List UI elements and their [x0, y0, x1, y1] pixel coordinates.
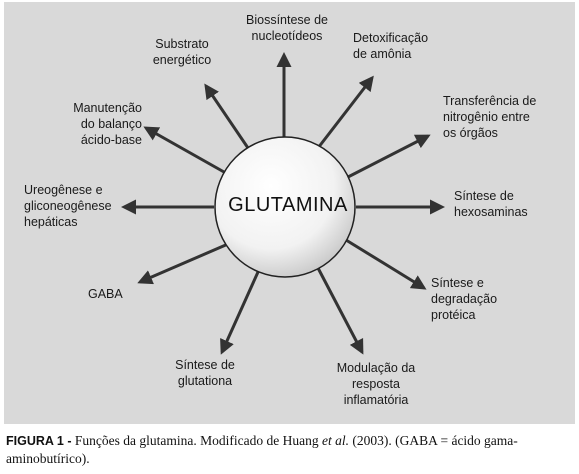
caption-italic: et al.	[321, 433, 349, 448]
node-substrato: Substrato energético	[152, 37, 212, 67]
arrow-inflamatoria	[316, 267, 364, 355]
caption-label: FIGURA 1 -	[6, 434, 72, 448]
node-ureogenese: Ureogênese e gliconeogênese hepáticas	[24, 183, 112, 229]
arrow-gaba	[137, 242, 229, 285]
arrow-acido-base	[143, 126, 225, 174]
arrow-transferencia	[347, 134, 431, 179]
hub-circle	[214, 136, 356, 278]
node-transferencia: Transferência de nitrogênio entre os órg…	[443, 94, 537, 140]
arrow-detox	[316, 75, 374, 149]
hub-label: GLUTAMINA	[228, 194, 348, 216]
node-biossintese: Biossíntese de nucleotídeos	[246, 13, 328, 43]
arrow-substrato	[204, 83, 250, 149]
node-hexosaminas: Síntese de hexosaminas	[454, 189, 528, 219]
node-gaba: GABA	[88, 287, 123, 301]
node-acido-base: Manutenção do balanço ácido-base	[73, 101, 142, 147]
arrow-proteica	[345, 238, 427, 290]
arrow-glutationa	[220, 271, 260, 355]
caption-text-before: Funções da glutamina. Modificado de Huan…	[71, 433, 322, 448]
node-glutationa: Síntese de glutationa	[175, 358, 235, 388]
node-proteica: Síntese e degradação protéica	[431, 276, 498, 322]
node-inflamatoria: Modulação da resposta inflamatória	[336, 361, 416, 407]
figure-caption: FIGURA 1 - Funções da glutamina. Modific…	[6, 432, 574, 467]
node-detox: Detoxificação de amônia	[353, 31, 429, 61]
caption-text-after: (2003). (GABA = ácido gama-aminobutírico…	[6, 433, 518, 466]
